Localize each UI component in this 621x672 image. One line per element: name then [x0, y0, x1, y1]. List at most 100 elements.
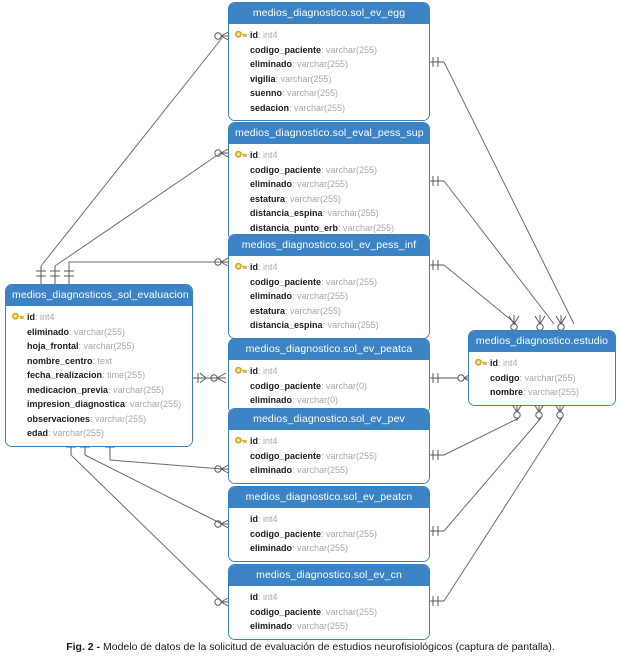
- table-node-sol_eval_pess_sup[interactable]: medios_diagnostico.sol_eval_pess_sup id: …: [228, 122, 430, 241]
- field-row[interactable]: eliminado: varchar(0): [234, 393, 424, 408]
- field-separator: :: [292, 179, 298, 189]
- figure-caption-label: Fig. 2 -: [66, 641, 101, 653]
- field-name: codigo_paciente: [250, 276, 322, 287]
- field-type: int4: [263, 30, 278, 40]
- field-row[interactable]: id: int4: [234, 148, 424, 163]
- field-row[interactable]: fecha_realizacion: time(255): [11, 368, 187, 383]
- field-row[interactable]: distancia_espina: varchar(255): [234, 206, 424, 221]
- field-separator: :: [322, 208, 328, 218]
- field-type: varchar(0): [297, 395, 339, 405]
- field-row[interactable]: suenno: varchar(255): [234, 86, 424, 101]
- field-row[interactable]: id: int4: [234, 590, 424, 605]
- field-row[interactable]: hoja_frontal: varchar(255): [11, 339, 187, 354]
- table-title-estudio[interactable]: medios_diagnostico.estudio: [469, 331, 615, 352]
- field-row[interactable]: distancia_espina: varchar(255): [234, 318, 424, 333]
- field-name: codigo_paciente: [250, 164, 322, 175]
- field-row[interactable]: sedacion: varchar(255): [234, 101, 424, 116]
- field-row[interactable]: codigo: varchar(255): [474, 371, 610, 386]
- table-title-sol_ev_peatcn[interactable]: medios_diagnostico.sol_ev_peatcn: [229, 487, 429, 508]
- field-row[interactable]: estatura: varchar(255): [234, 192, 424, 207]
- field-separator: :: [285, 305, 291, 316]
- field-separator: :: [523, 387, 529, 397]
- field-row[interactable]: id: int4: [234, 364, 424, 379]
- field-row[interactable]: eliminado: varchar(255): [234, 57, 424, 72]
- field-type: varchar(255): [327, 320, 379, 330]
- field-row[interactable]: codigo_paciente: varchar(255): [234, 449, 424, 464]
- field-type: varchar(0): [326, 380, 368, 391]
- field-name: nombre_centro: [27, 355, 93, 366]
- field-row[interactable]: id: int4: [234, 512, 424, 527]
- field-type: varchar(255): [326, 450, 378, 461]
- field-row[interactable]: eliminado: varchar(255): [234, 541, 424, 556]
- field-name: id: [27, 312, 35, 322]
- field-name: eliminado: [250, 59, 293, 69]
- field-row[interactable]: codigo_paciente: varchar(0): [234, 379, 424, 394]
- field-separator: :: [258, 150, 264, 160]
- field-type: time(255): [107, 370, 146, 380]
- field-row[interactable]: eliminado: varchar(255): [234, 619, 424, 634]
- field-name: codigo_paciente: [250, 606, 322, 617]
- field-separator: :: [258, 262, 264, 272]
- field-row[interactable]: codigo_paciente: varchar(255): [234, 605, 424, 620]
- table-title-sol_ev_pev[interactable]: medios_diagnostico.sol_ev_pev: [229, 409, 429, 430]
- table-title-sol_evaluacion[interactable]: medios_diagnosticos_sol_evaluacion: [6, 285, 192, 306]
- table-title-sol_ev_cn[interactable]: medios_diagnostico.sol_ev_cn: [229, 565, 429, 586]
- field-row[interactable]: id: int4: [234, 434, 424, 449]
- field-row[interactable]: eliminado: varchar(255): [11, 325, 187, 340]
- field-type: varchar(255): [326, 606, 378, 617]
- field-row[interactable]: nombre: varchar(255): [474, 385, 610, 400]
- field-row[interactable]: eliminado: varchar(255): [234, 463, 424, 478]
- field-row[interactable]: observaciones: varchar(255): [11, 412, 187, 427]
- field-separator: :: [35, 312, 41, 322]
- field-type: varchar(255): [343, 222, 395, 233]
- field-row[interactable]: id: int4: [234, 28, 424, 43]
- field-row[interactable]: nombre_centro: text: [11, 354, 187, 369]
- field-separator: :: [125, 399, 131, 409]
- field-row[interactable]: id: int4: [474, 356, 610, 371]
- field-row[interactable]: eliminado: varchar(255): [234, 289, 424, 304]
- field-row[interactable]: codigo_paciente: varchar(255): [234, 527, 424, 542]
- field-separator: :: [78, 341, 84, 351]
- field-name: observaciones: [27, 413, 91, 424]
- field-separator: :: [292, 621, 298, 631]
- field-row[interactable]: impresion_diagnostica: varchar(255): [11, 397, 187, 412]
- table-title-sol_eval_pess_sup[interactable]: medios_diagnostico.sol_eval_pess_sup: [229, 123, 429, 144]
- table-title-sol_ev_peatca[interactable]: medios_diagnostico.sol_ev_peatca: [229, 339, 429, 360]
- field-row[interactable]: medicacion_previa: varchar(255): [11, 383, 187, 398]
- table-node-sol_evaluacion[interactable]: medios_diagnosticos_sol_evaluacion id: in…: [5, 284, 193, 447]
- field-separator: :: [322, 320, 328, 330]
- field-separator: :: [258, 30, 264, 40]
- field-name: codigo: [490, 372, 520, 383]
- field-row[interactable]: edad: varchar(255): [11, 426, 187, 441]
- field-row[interactable]: codigo_paciente: varchar(255): [234, 43, 424, 58]
- field-row[interactable]: codigo_paciente: varchar(255): [234, 275, 424, 290]
- field-row[interactable]: id: int4: [11, 310, 187, 325]
- field-type: varchar(255): [297, 59, 349, 69]
- field-name: nombre: [490, 387, 524, 397]
- field-separator: :: [275, 73, 281, 84]
- field-row[interactable]: estatura: varchar(255): [234, 304, 424, 319]
- table-node-sol_ev_peatcn[interactable]: medios_diagnostico.sol_ev_peatcn id: int4…: [228, 486, 430, 562]
- field-name: eliminado: [27, 326, 70, 337]
- table-title-sol_ev_pess_inf[interactable]: medios_diagnostico.sol_ev_pess_inf: [229, 235, 429, 256]
- field-row[interactable]: codigo_paciente: varchar(255): [234, 163, 424, 178]
- field-row[interactable]: eliminado: varchar(255): [234, 177, 424, 192]
- field-row[interactable]: id: int4: [234, 260, 424, 275]
- field-row[interactable]: vigilia: varchar(255): [234, 72, 424, 87]
- field-name: id: [250, 30, 258, 40]
- field-separator: :: [48, 428, 54, 438]
- table-node-sol_ev_peatca[interactable]: medios_diagnostico.sol_ev_peatca id: int4…: [228, 338, 430, 414]
- field-separator: :: [258, 366, 264, 376]
- table-title-sol_ev_egg[interactable]: medios_diagnostico.sol_ev_egg: [229, 3, 429, 24]
- field-type: varchar(255): [74, 326, 126, 337]
- field-type: int4: [263, 436, 278, 446]
- field-row[interactable]: distancia_punto_erb: varchar(255): [234, 221, 424, 236]
